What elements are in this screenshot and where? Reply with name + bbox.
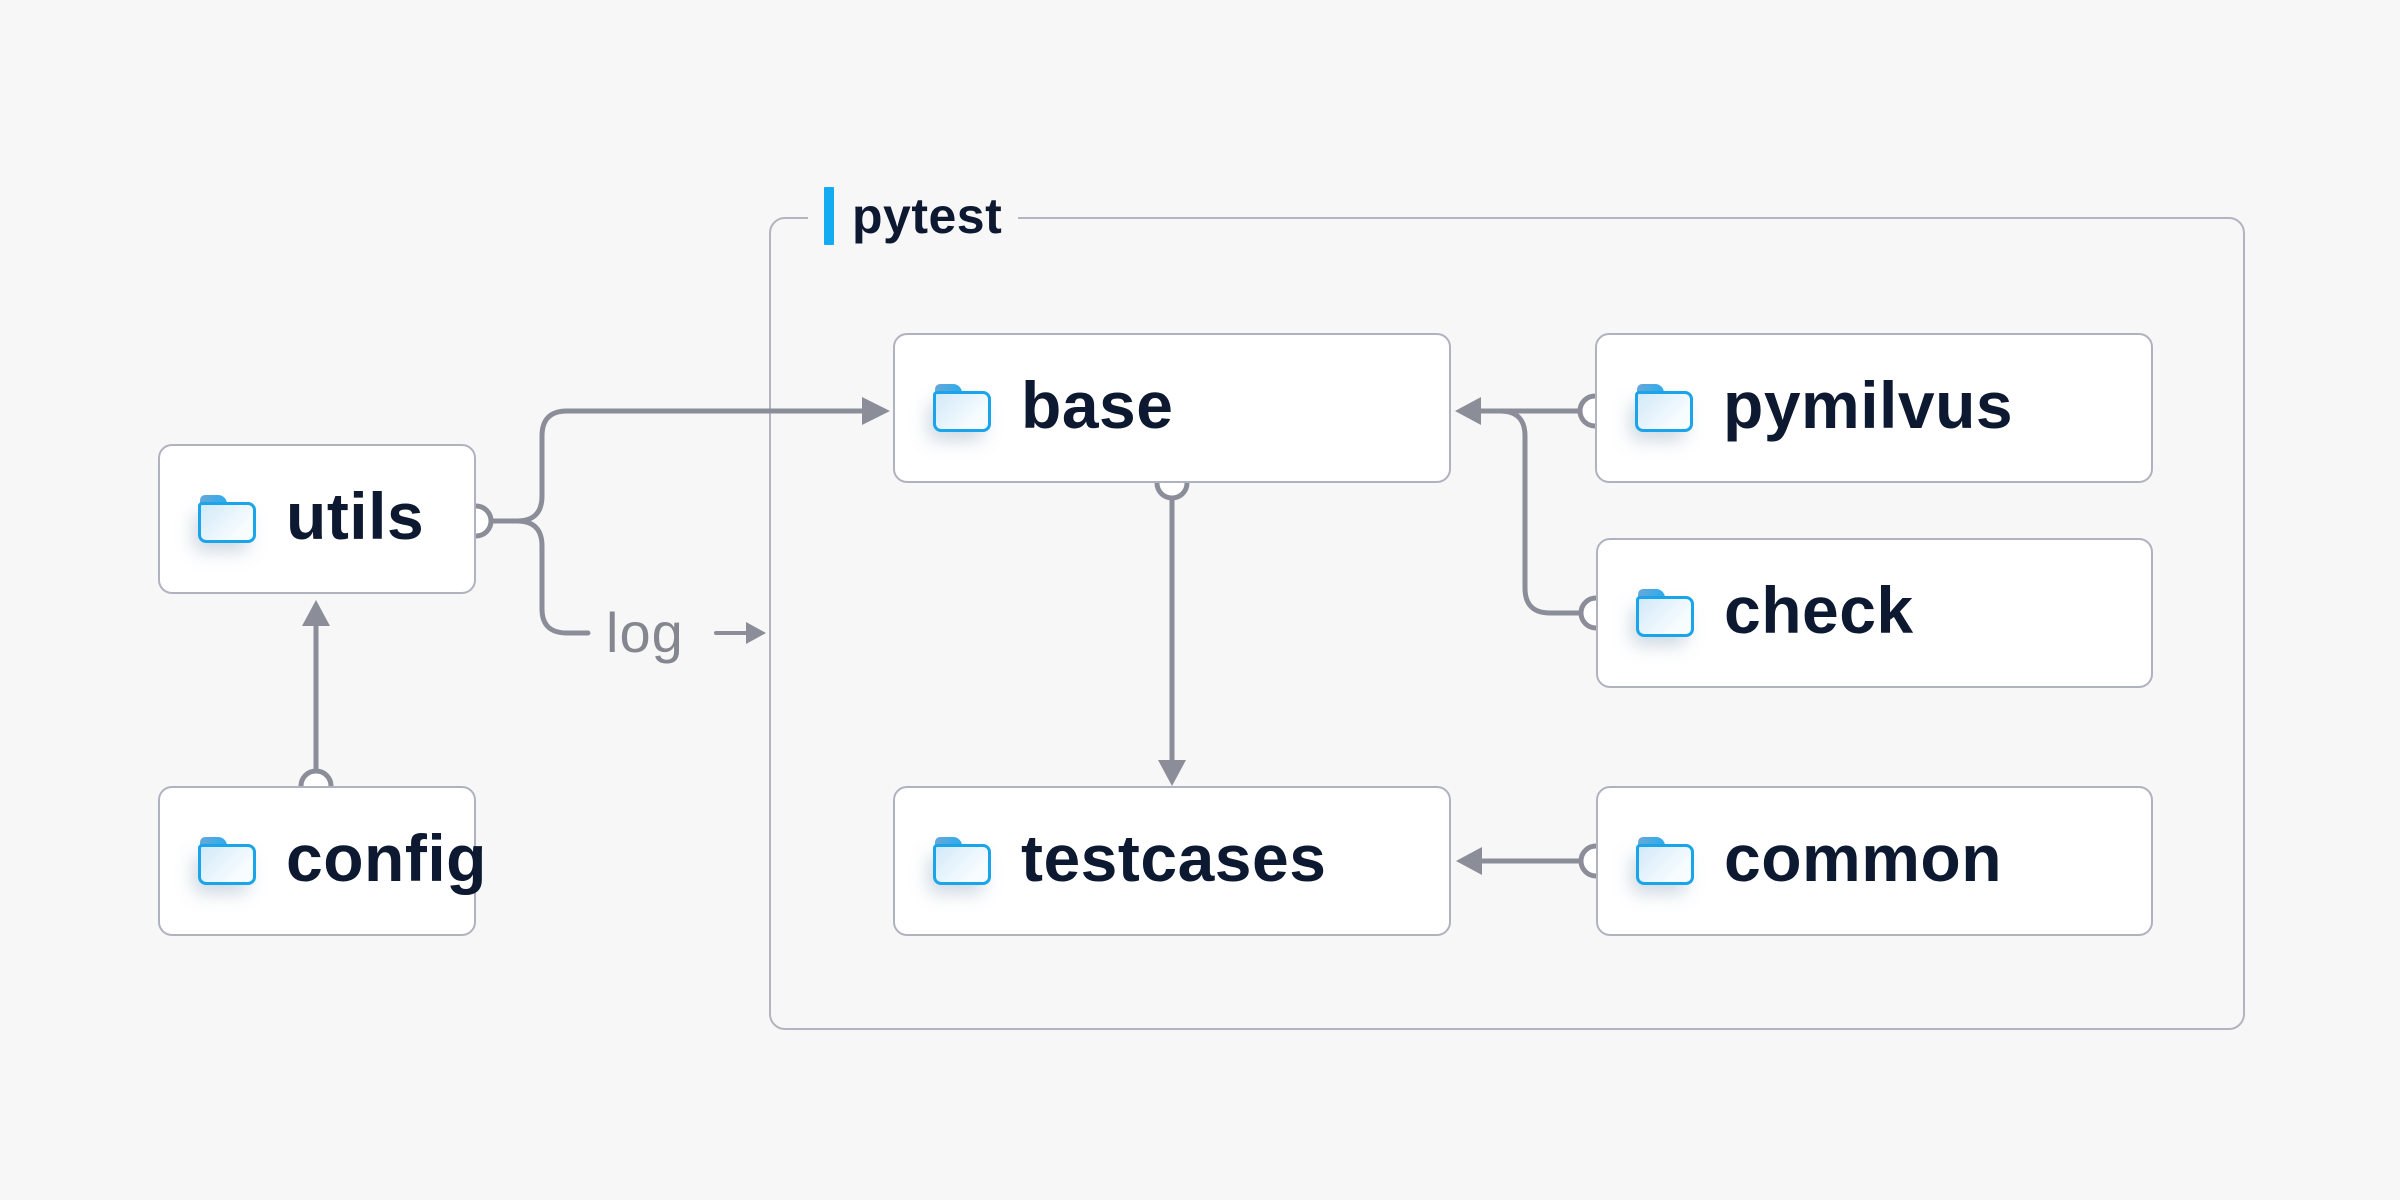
node-common: common [1596, 786, 2153, 936]
node-testcases: testcases [893, 786, 1451, 936]
node-label: testcases [1021, 821, 1327, 895]
folder-body [1635, 391, 1693, 432]
folder-icon [1636, 837, 1694, 885]
folder-icon [1635, 384, 1693, 432]
folder-icon [1636, 589, 1694, 637]
edge-label-log: log [606, 601, 684, 664]
folder-body [1636, 844, 1694, 885]
node-base: base [893, 333, 1451, 483]
folder-icon [933, 384, 991, 432]
folder-body [198, 844, 256, 885]
node-label: common [1724, 821, 2003, 895]
edge-config-to-utils [302, 600, 330, 772]
folder-body [933, 844, 991, 885]
folder-body [1636, 596, 1694, 637]
accent-bar [824, 187, 834, 245]
node-label: pymilvus [1723, 368, 2014, 442]
node-pymilvus: pymilvus [1595, 333, 2153, 483]
node-label: utils [286, 479, 425, 553]
folder-body [198, 502, 256, 543]
node-utils: utils [158, 444, 476, 594]
pytest-label-text: pytest [852, 188, 1003, 244]
folder-icon [933, 837, 991, 885]
node-label: check [1724, 573, 1914, 647]
folder-icon [198, 837, 256, 885]
folder-icon [198, 495, 256, 543]
node-config: config [158, 786, 486, 936]
node-check: check [1596, 538, 2153, 688]
pytest-container: pytest [769, 185, 2245, 1030]
folder-body [933, 391, 991, 432]
node-label: base [1021, 368, 1174, 442]
pytest-container-label: pytest [808, 185, 1019, 247]
node-label: config [286, 821, 487, 895]
